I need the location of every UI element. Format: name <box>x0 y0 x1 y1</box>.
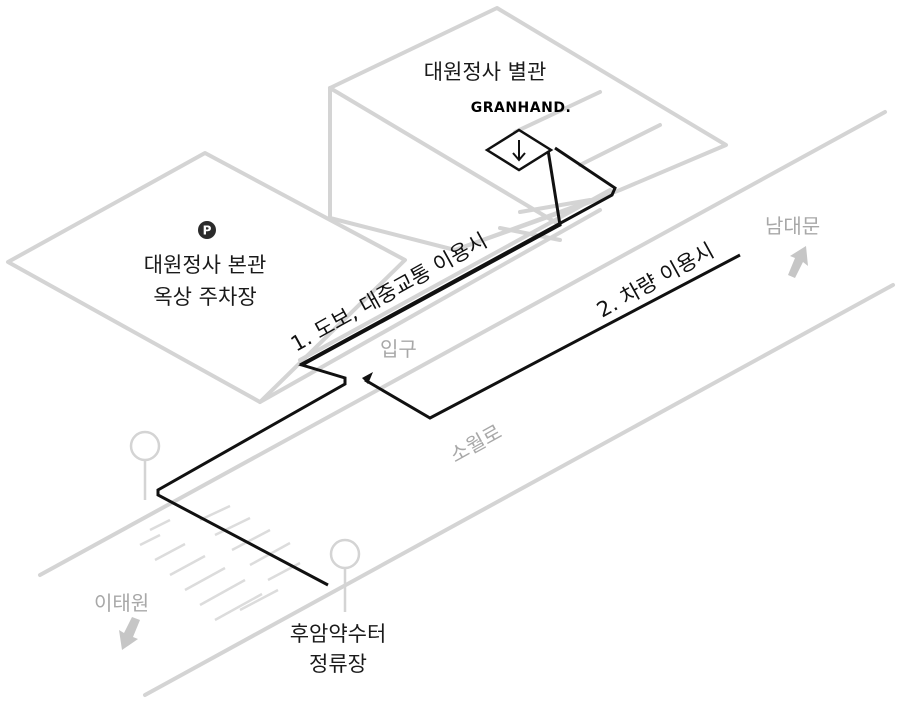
main-building-name: 대원정사 본관 <box>144 253 267 277</box>
direction-itaewon-label: 이태원 <box>94 591 149 615</box>
car-route <box>364 253 741 420</box>
main-building-rooftop-parking: 옥상 주차장 <box>153 285 256 309</box>
direction-namdaemun-label: 남대문 <box>765 214 820 238</box>
crosswalk <box>139 504 301 622</box>
elevator-arrow-icon <box>484 128 554 172</box>
main-building <box>6 151 407 404</box>
car-route-label: 2. 차량 이용시 <box>593 238 718 322</box>
annex-name: 대원정사 별관 <box>424 60 547 84</box>
street-name-label: 소월로 <box>446 420 506 468</box>
car-route-arrowhead <box>362 372 373 384</box>
entrance-label: 입구 <box>380 337 417 361</box>
annex-brand: GRANHAND. <box>471 100 572 116</box>
parking-symbol: P <box>203 224 212 238</box>
direction-arrow-icon <box>788 246 808 278</box>
walk-transit-route-end <box>299 146 617 367</box>
direction-arrow-icon <box>119 617 140 650</box>
bus-stop-suffix: 정류장 <box>309 652 367 676</box>
annex-building <box>328 6 728 252</box>
parking-icon: P <box>198 221 216 239</box>
location-pin-icon <box>129 430 161 500</box>
location-pin-icon <box>329 538 361 612</box>
bus-stop-name: 후암약수터 <box>290 622 387 646</box>
